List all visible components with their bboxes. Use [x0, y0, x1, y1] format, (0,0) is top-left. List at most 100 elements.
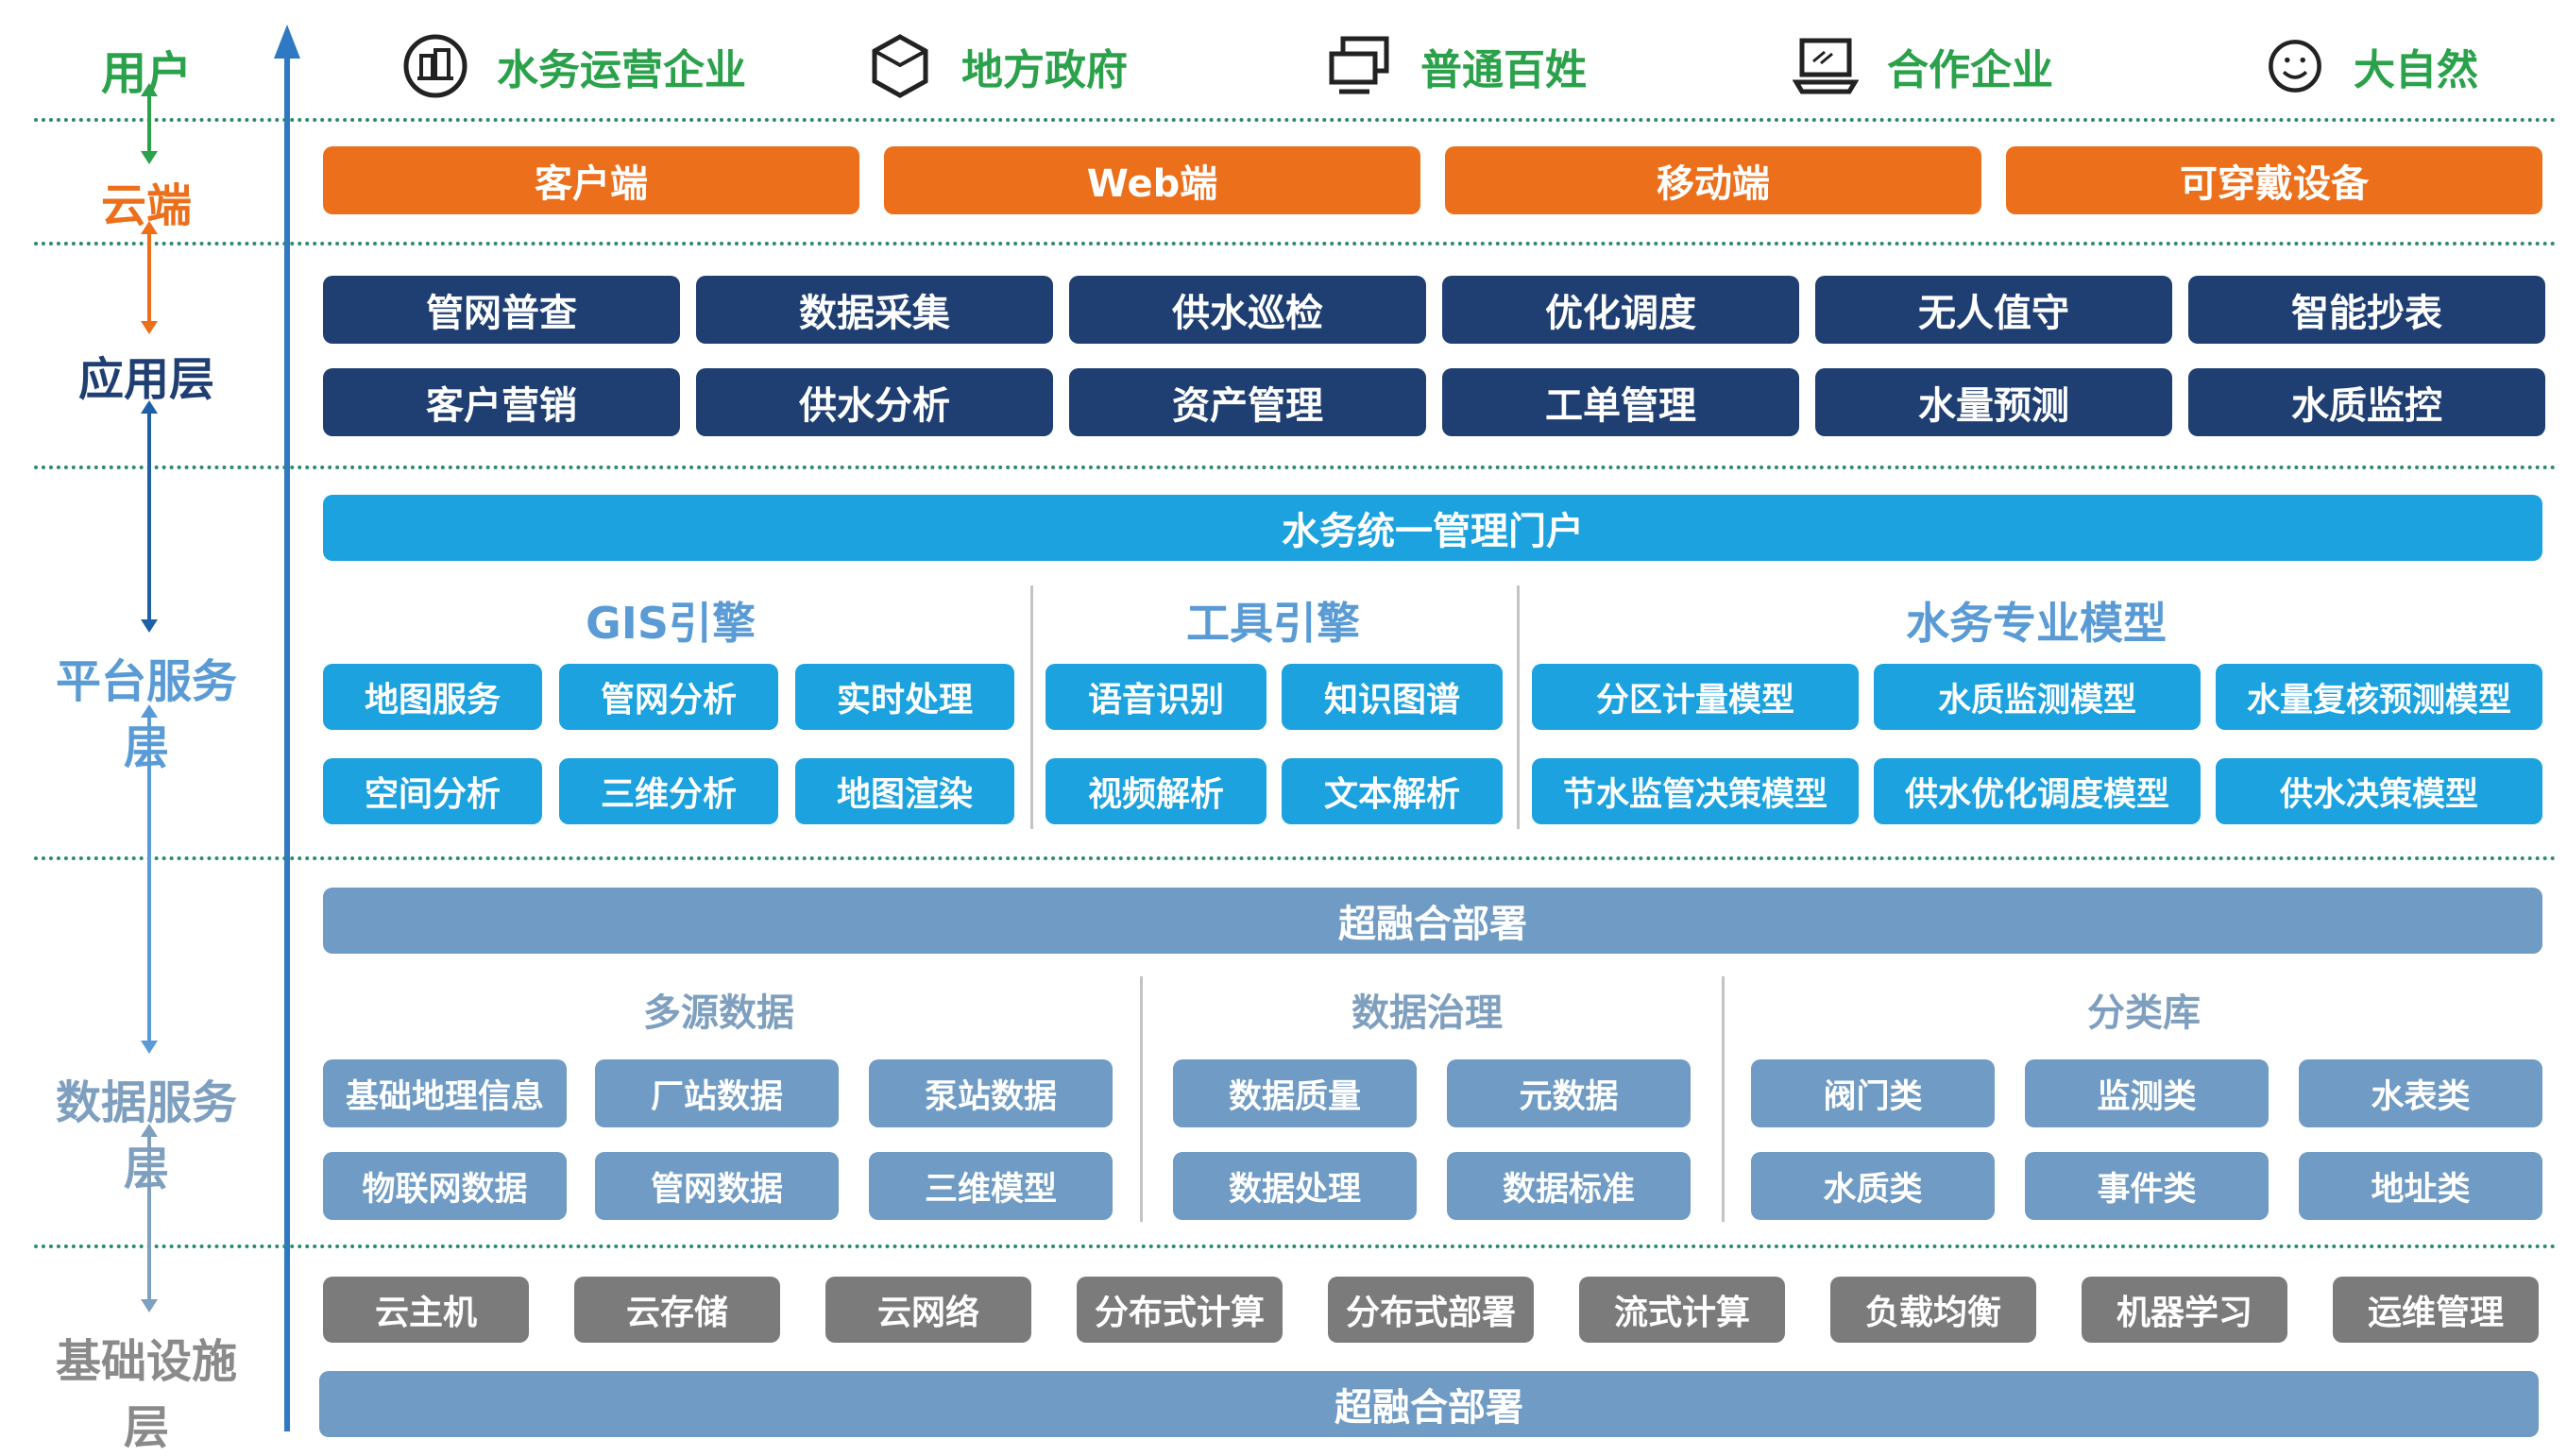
connector-app-platform	[141, 400, 158, 633]
gis-button[interactable]: 地图渲染	[795, 758, 1014, 824]
hexagon-icon	[872, 34, 928, 98]
library-button[interactable]: 水质类	[1751, 1152, 1995, 1220]
infra-button[interactable]: 分布式计算	[1077, 1277, 1283, 1343]
smiley-icon	[2269, 40, 2321, 93]
infra-button[interactable]: 云存储	[574, 1277, 780, 1343]
infra-button[interactable]: 机器学习	[2082, 1277, 2287, 1343]
multi-source-button[interactable]: 管网数据	[595, 1152, 839, 1220]
gis-engine-title: GIS引擎	[585, 598, 756, 649]
library-button[interactable]: 地址类	[2299, 1152, 2542, 1220]
cloud-mobile-button[interactable]: 移动端	[1445, 146, 1981, 214]
connector-data-infra	[141, 1124, 158, 1312]
user-label: 地方政府	[961, 46, 1128, 94]
layer-label-data: 数据服务层	[55, 1076, 237, 1195]
multi-source-button[interactable]: 物联网数据	[323, 1152, 567, 1220]
app-button[interactable]: 工单管理	[1442, 368, 1799, 436]
gis-button[interactable]: 实时处理	[795, 664, 1014, 730]
gis-button[interactable]: 三维分析	[559, 758, 778, 824]
app-button[interactable]: 优化调度	[1442, 276, 1799, 344]
multi-source-button[interactable]: 厂站数据	[595, 1059, 839, 1127]
governance-button[interactable]: 数据标准	[1447, 1152, 1691, 1220]
separator-data-infra	[34, 1244, 2558, 1248]
gis-button[interactable]: 地图服务	[323, 664, 542, 730]
multi-source-button[interactable]: 泵站数据	[869, 1059, 1113, 1127]
cloud-web-button[interactable]: Web端	[884, 146, 1420, 214]
governance-title: 数据治理	[1352, 991, 1503, 1035]
data-divider-2	[1722, 976, 1725, 1222]
app-button[interactable]: 资产管理	[1069, 368, 1426, 436]
separator-cloud-app	[34, 242, 2558, 245]
app-button[interactable]: 管网普查	[323, 276, 680, 344]
library-button[interactable]: 水表类	[2299, 1059, 2542, 1127]
governance-button[interactable]: 数据处理	[1173, 1152, 1417, 1220]
data-deploy-bar[interactable]: 超融合部署	[323, 888, 2542, 954]
building-icon	[403, 34, 468, 98]
user-water-enterprise: 水务运营企业	[402, 34, 746, 98]
platform-divider-2	[1517, 585, 1520, 829]
separator-platform-data	[34, 856, 2558, 860]
multi-source-button[interactable]: 三维模型	[869, 1152, 1113, 1220]
user-label: 大自然	[2354, 46, 2478, 94]
model-button[interactable]: 水量复核预测模型	[2216, 664, 2542, 730]
app-button[interactable]: 智能抄表	[2188, 276, 2545, 344]
layer-label-application: 应用层	[77, 353, 214, 406]
model-button[interactable]: 分区计量模型	[1532, 664, 1859, 730]
tool-button[interactable]: 知识图谱	[1282, 664, 1503, 730]
laptop-icon	[1793, 38, 1859, 94]
desktop-icon	[1329, 36, 1389, 94]
model-button[interactable]: 供水优化调度模型	[1874, 758, 2201, 824]
user-label: 水务运营企业	[497, 46, 746, 94]
library-title: 分类库	[2087, 991, 2201, 1035]
tool-button[interactable]: 语音识别	[1046, 664, 1266, 730]
governance-button[interactable]: 元数据	[1447, 1059, 1691, 1127]
app-button[interactable]: 水质监控	[2188, 368, 2545, 436]
user-label: 合作企业	[1887, 46, 2053, 94]
model-button[interactable]: 水质监测模型	[1874, 664, 2201, 730]
app-button[interactable]: 无人值守	[1815, 276, 2172, 344]
infra-button[interactable]: 分布式部署	[1328, 1277, 1534, 1343]
separator-users-cloud	[34, 118, 2558, 122]
data-divider-1	[1140, 976, 1143, 1222]
connector-users-cloud	[141, 83, 158, 164]
user-local-government: 地方政府	[867, 34, 1128, 98]
app-button[interactable]: 水量预测	[1815, 368, 2172, 436]
platform-divider-1	[1030, 585, 1033, 829]
library-button[interactable]: 监测类	[2025, 1059, 2269, 1127]
app-button[interactable]: 客户营销	[323, 368, 680, 436]
user-partners: 合作企业	[1793, 36, 2053, 96]
app-button[interactable]: 供水巡检	[1069, 276, 1426, 344]
connector-cloud-app	[141, 221, 158, 334]
governance-button[interactable]: 数据质量	[1173, 1059, 1417, 1127]
tool-button[interactable]: 视频解析	[1046, 758, 1266, 824]
infra-deploy-bar[interactable]: 超融合部署	[319, 1371, 2539, 1437]
library-button[interactable]: 阀门类	[1751, 1059, 1995, 1127]
infra-button[interactable]: 云网络	[825, 1277, 1031, 1343]
app-button[interactable]: 供水分析	[696, 368, 1053, 436]
infra-button[interactable]: 运维管理	[2333, 1277, 2539, 1343]
layer-label-cloud: 云端	[100, 179, 192, 232]
app-button[interactable]: 数据采集	[696, 276, 1053, 344]
user-nature: 大自然	[2265, 36, 2478, 96]
infra-button[interactable]: 负载均衡	[1830, 1277, 2036, 1343]
gis-button[interactable]: 管网分析	[559, 664, 778, 730]
infra-button[interactable]: 云主机	[323, 1277, 529, 1343]
layer-label-infra: 基础设施层	[55, 1335, 237, 1454]
infra-button[interactable]: 流式计算	[1579, 1277, 1785, 1343]
separator-app-platform	[34, 466, 2558, 469]
user-citizens: 普通百姓	[1326, 36, 1587, 96]
main-axis-arrow	[274, 25, 300, 1431]
model-button[interactable]: 节水监管决策模型	[1532, 758, 1859, 824]
connector-platform-data	[141, 704, 158, 1054]
tool-button[interactable]: 文本解析	[1282, 758, 1503, 824]
platform-portal-bar[interactable]: 水务统一管理门户	[323, 495, 2542, 561]
tool-engine-title: 工具引擎	[1186, 598, 1360, 649]
model-button[interactable]: 供水决策模型	[2216, 758, 2542, 824]
gis-button[interactable]: 空间分析	[323, 758, 542, 824]
multi-source-button[interactable]: 基础地理信息	[323, 1059, 567, 1127]
cloud-client-button[interactable]: 客户端	[323, 146, 859, 214]
water-models-title: 水务专业模型	[1906, 598, 2167, 649]
library-button[interactable]: 事件类	[2025, 1152, 2269, 1220]
cloud-wearable-button[interactable]: 可穿戴设备	[2006, 146, 2542, 214]
user-label: 普通百姓	[1420, 46, 1587, 94]
layer-label-platform: 平台服务层	[55, 655, 237, 774]
